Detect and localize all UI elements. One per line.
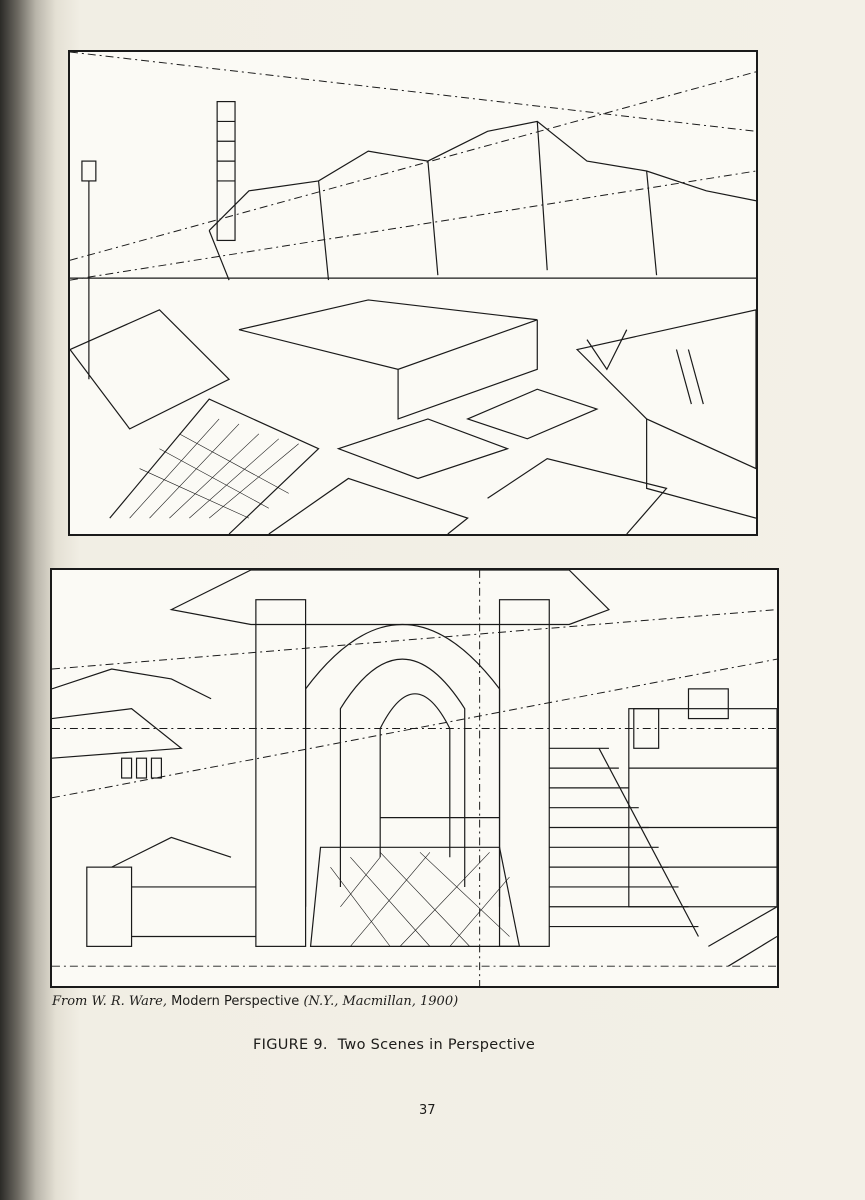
source-title: Modern Perspective <box>171 994 300 1009</box>
figure-source-credit: From W. R. Ware, Modern Perspective (N.Y… <box>52 994 458 1009</box>
page-number: 37 <box>419 1103 436 1118</box>
illustration-arcade-perspective <box>50 568 779 988</box>
illustration-town-perspective <box>68 50 758 536</box>
source-author: From W. R. Ware, <box>52 994 167 1009</box>
source-details: (N.Y., Macmillan, 1900) <box>303 994 459 1009</box>
figure-caption: FIGURE 9. Two Scenes in Perspective <box>253 1037 536 1053</box>
